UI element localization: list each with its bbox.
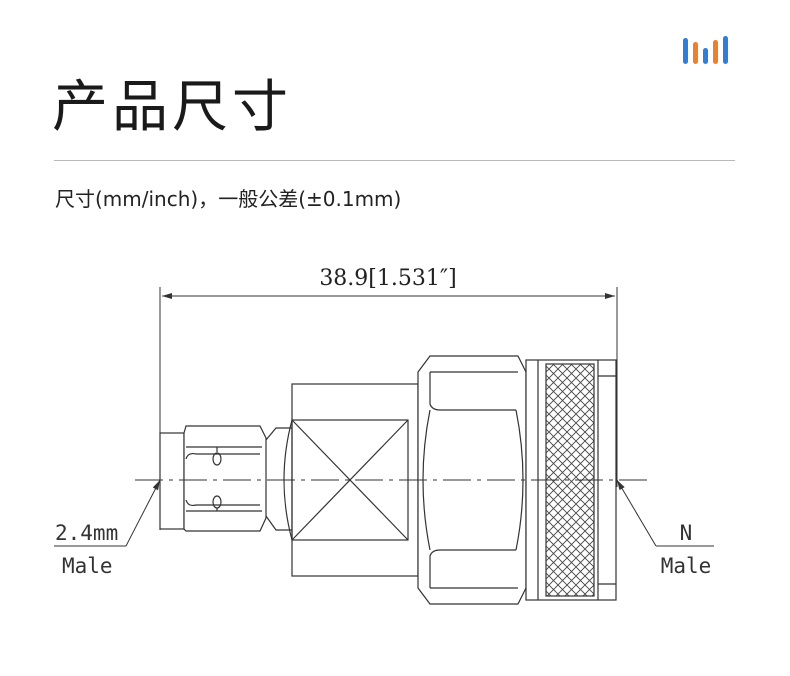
right-end-callout: N Male	[616, 479, 714, 578]
left-end-callout: 2.4mm Male	[54, 479, 161, 578]
logo-bar-4	[713, 40, 718, 64]
logo-bar-5	[723, 36, 728, 64]
small-hex-nut	[183, 425, 267, 532]
brand-logo	[683, 36, 728, 64]
male-tip-2-4mm	[159, 432, 185, 530]
right-leader	[616, 479, 657, 547]
right-end-type: N	[680, 521, 693, 545]
logo-bar-1	[683, 38, 688, 64]
left-leader	[125, 479, 161, 547]
overall-length-label: 38.9[1.531″]	[319, 266, 456, 291]
dimension-note: 尺寸(mm/inch)，一般公差(±0.1mm)	[55, 187, 402, 211]
left-end-size: 2.4mm	[55, 521, 118, 545]
transition-neck	[265, 427, 292, 531]
logo-bar-3	[703, 48, 708, 64]
overall-dimension: 38.9[1.531″]	[159, 266, 618, 530]
logo-bar-2	[693, 42, 698, 64]
right-end-gender: Male	[661, 554, 712, 578]
page-title: 产品尺寸	[52, 75, 292, 140]
left-end-gender: Male	[62, 554, 113, 578]
title-divider	[54, 160, 735, 161]
